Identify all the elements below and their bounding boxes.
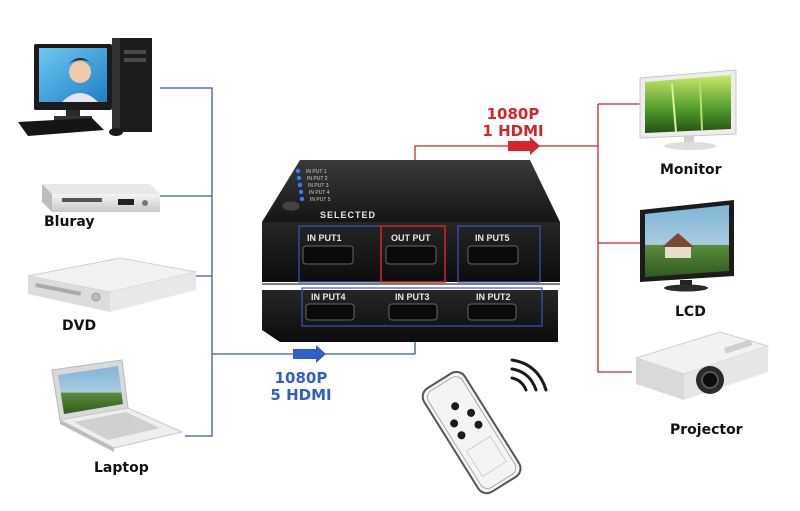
bluray-player-icon (42, 184, 160, 212)
input-arrow (293, 345, 326, 363)
port-label-input2: IN PUT2 (476, 292, 511, 302)
output-arrow (508, 137, 540, 155)
input-resolution: 1080P (274, 369, 328, 387)
status-leds (295, 168, 305, 202)
projector-label: Projector (670, 422, 743, 438)
led-label-4: IN PUT 4 (309, 190, 330, 196)
output-count: 1 HDMI (482, 122, 544, 140)
port-label-input1: IN PUT1 (307, 233, 342, 243)
port-label-input3: IN PUT3 (395, 292, 430, 302)
input-count: 5 HDMI (270, 386, 332, 404)
output-port-frame (380, 225, 446, 283)
port-label-input5: IN PUT5 (475, 233, 510, 243)
led-label-2: IN PUT 2 (307, 176, 328, 182)
input-ports-frame (298, 225, 543, 327)
input-spec: 1080P 5 HDMI (256, 370, 346, 404)
dvd-player-icon (27, 257, 197, 312)
selected-label: SELECTED (320, 210, 376, 220)
dvd-label: DVD (62, 318, 97, 334)
led-label-1: IN PUT 1 (306, 169, 327, 175)
port-label-output: OUT PUT (391, 233, 431, 243)
output-spec: 1080P 1 HDMI (468, 106, 558, 140)
port-label-input4: IN PUT4 (311, 292, 346, 302)
output-resolution: 1080P (486, 105, 540, 123)
led-label-3: IN PUT 3 (308, 183, 329, 189)
projector-icon (634, 331, 770, 400)
bluray-label: Bluray (44, 214, 95, 230)
monitor-label: Monitor (660, 162, 722, 178)
desktop-computer-icon (18, 38, 152, 136)
laptop-icon (51, 359, 184, 452)
led-label-5: IN PUT 5 (310, 197, 331, 203)
lcd-label: LCD (675, 304, 706, 320)
laptop-label: Laptop (94, 460, 149, 476)
lcd-tv-icon (640, 200, 734, 292)
hdmi-switch-icon (262, 160, 560, 342)
remote-control-icon (421, 358, 548, 495)
monitor-icon (639, 69, 737, 150)
